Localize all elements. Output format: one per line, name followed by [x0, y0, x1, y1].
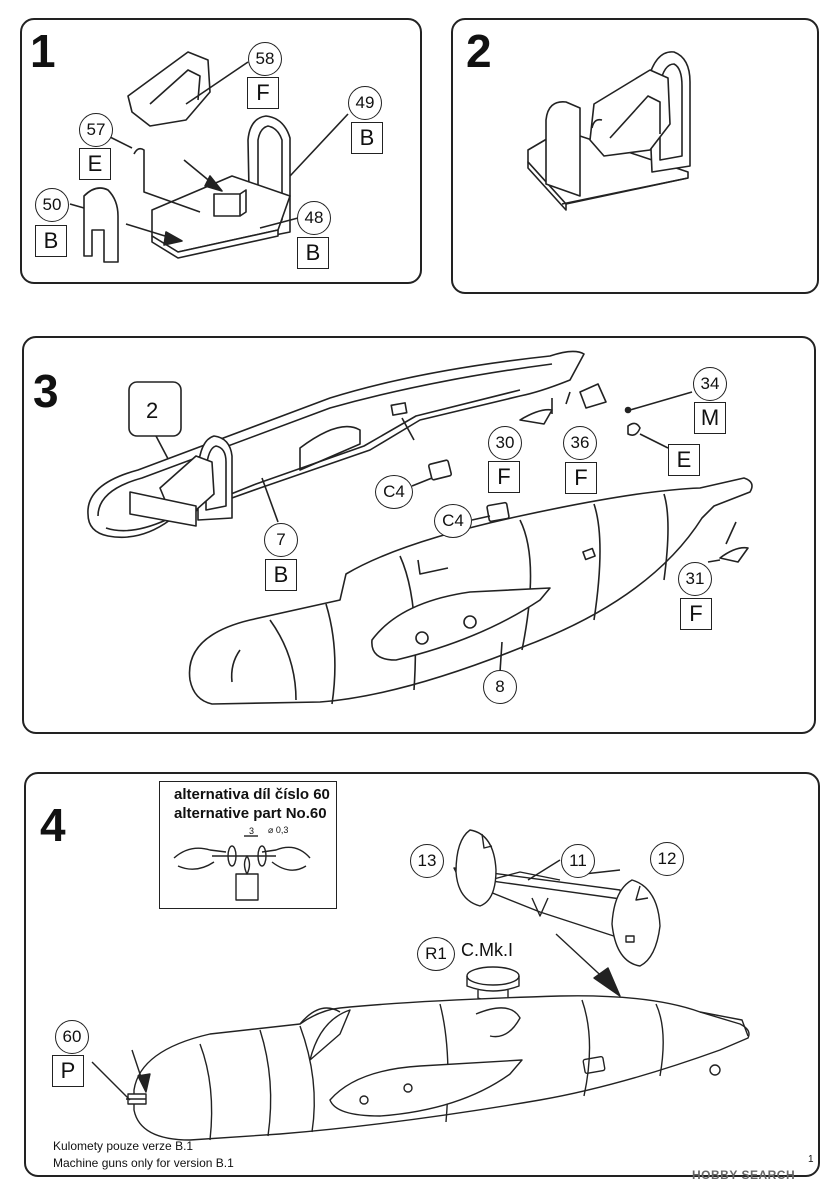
- step-1-sprue-58: F: [247, 77, 279, 109]
- step-3-sprue-7: B: [265, 559, 297, 591]
- step-1-callout-58: 58: [248, 42, 282, 76]
- step-4-number: 4: [40, 799, 66, 851]
- step-2-number: 2: [466, 25, 492, 77]
- watermark: HOBBY SEARCH: [692, 1168, 796, 1182]
- step-1-sprue-57: E: [79, 148, 111, 180]
- machine-gun-note-cz: Kulomety pouze verze B.1: [53, 1139, 194, 1153]
- alternative-label-cz: alternativa díl číslo 60: [174, 786, 330, 803]
- step-4-callout-11: 11: [561, 844, 595, 878]
- step-3-number: 3: [33, 365, 59, 417]
- step-3-callout-7: 7: [264, 523, 298, 557]
- alternative-dim-diameter: ⌀ 0,3: [268, 825, 289, 835]
- step-4-callout-r1: R1: [417, 937, 455, 971]
- step-3-sprue-34: M: [694, 402, 726, 434]
- step-1-callout-57: 57: [79, 113, 113, 147]
- step-3-callout-31: 31: [678, 562, 712, 596]
- alternative-dim-length: 3: [249, 826, 255, 836]
- step-3-sprue-30: F: [488, 461, 520, 493]
- step-3-callout-34: 34: [693, 367, 727, 401]
- step-4-r1-version-label: C.Mk.I: [461, 940, 513, 960]
- step-1-callout-48: 48: [297, 201, 331, 235]
- step-4-callout-13: 13: [410, 844, 444, 878]
- step-1-number: 1: [30, 25, 56, 77]
- step-3-sprue-31: F: [680, 598, 712, 630]
- step-3-callout-c4-upper: C4: [375, 475, 413, 509]
- step-1-sprue-48: B: [297, 237, 329, 269]
- step-3-callout-30: 30: [488, 426, 522, 460]
- step-3-subassembly-ref: 2: [146, 398, 159, 423]
- step-1-sprue-49: B: [351, 122, 383, 154]
- step-4-callout-12: 12: [650, 842, 684, 876]
- step-3-callout-8: 8: [483, 670, 517, 704]
- step-1-callout-49: 49: [348, 86, 382, 120]
- step-1-callout-50: 50: [35, 188, 69, 222]
- step-3-callout-36: 36: [563, 426, 597, 460]
- step-3-sprue-36: F: [565, 462, 597, 494]
- machine-gun-note-en: Machine guns only for version B.1: [53, 1156, 234, 1170]
- page-number: 1: [808, 1154, 814, 1165]
- alternative-part-box: [159, 781, 337, 909]
- step-4-sprue-60: P: [52, 1055, 84, 1087]
- step-1-sprue-50: B: [35, 225, 67, 257]
- step-4-callout-60: 60: [55, 1020, 89, 1054]
- step-3-sprue-e: E: [668, 444, 700, 476]
- step-3-callout-c4-lower: C4: [434, 504, 472, 538]
- alternative-label-en: alternative part No.60: [174, 805, 327, 822]
